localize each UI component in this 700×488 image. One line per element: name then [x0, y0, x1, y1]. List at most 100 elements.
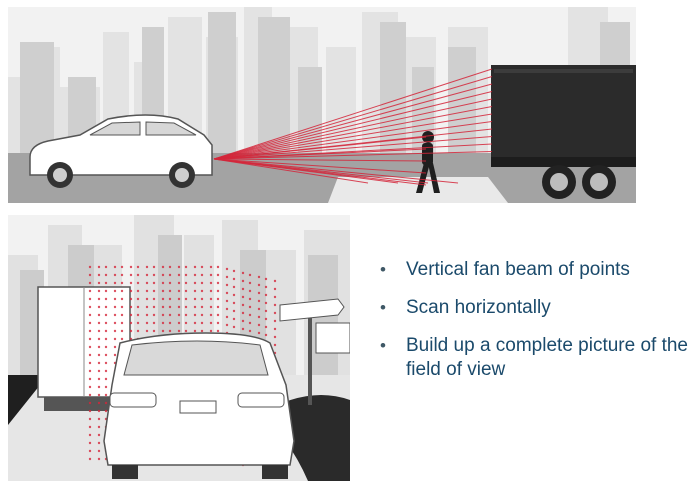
lidar-point	[225, 307, 229, 311]
lidar-point	[200, 321, 204, 325]
lidar-point	[184, 297, 188, 301]
side-view-illustration	[8, 7, 636, 203]
bullet-text: Build up a complete picture of the field…	[406, 335, 689, 380]
lidar-point	[97, 265, 101, 269]
lidar-point	[152, 297, 156, 301]
lidar-point	[104, 409, 108, 413]
lidar-point	[88, 329, 92, 333]
lidar-point	[88, 345, 92, 349]
lidar-point	[97, 369, 101, 373]
lidar-point	[104, 369, 108, 373]
lidar-point	[88, 369, 92, 373]
lidar-point	[184, 289, 188, 293]
lidar-point	[136, 265, 140, 269]
lidar-point	[248, 305, 252, 309]
lidar-point	[264, 333, 268, 337]
lidar-point	[97, 321, 101, 325]
lidar-point	[113, 353, 117, 357]
lidar-point	[97, 281, 101, 285]
lidar-point	[257, 315, 261, 319]
lidar-point	[161, 297, 165, 301]
lidar-point	[241, 295, 245, 299]
lidar-point	[88, 393, 92, 397]
lidar-beam	[213, 113, 493, 160]
lidar-point	[168, 313, 172, 317]
lidar-point	[232, 325, 236, 329]
lidar-point	[97, 273, 101, 277]
lidar-point	[200, 297, 204, 301]
lidar-point	[257, 299, 261, 303]
lidar-point	[129, 281, 133, 285]
lidar-point	[177, 305, 181, 309]
lidar-point	[264, 293, 268, 297]
rear-view-illustration	[8, 215, 350, 481]
lidar-point	[273, 319, 277, 323]
lidar-point	[273, 287, 277, 291]
pedestrian	[416, 131, 440, 193]
lidar-point	[209, 273, 213, 277]
lidar-point	[168, 329, 172, 333]
lidar-point	[113, 297, 117, 301]
lidar-point	[225, 283, 229, 287]
lidar-point	[257, 291, 261, 295]
lidar-point	[97, 297, 101, 301]
lidar-point	[120, 265, 124, 269]
lidar-point	[161, 281, 165, 285]
lidar-point	[136, 281, 140, 285]
lidar-beam	[213, 158, 427, 174]
lidar-beam	[213, 158, 427, 162]
lidar-point	[264, 325, 268, 329]
lidar-point	[273, 343, 277, 347]
lidar-point	[129, 297, 133, 301]
lidar-point	[161, 273, 165, 277]
lidar-point	[177, 273, 181, 277]
lidar-point	[104, 401, 108, 405]
bullet-item: •Scan horizontally	[378, 296, 696, 320]
lidar-point	[248, 281, 252, 285]
lidar-point	[209, 265, 213, 269]
lidar-point	[97, 401, 101, 405]
lidar-point	[248, 321, 252, 325]
lidar-point	[193, 273, 197, 277]
lidar-point	[88, 281, 92, 285]
road-sign	[279, 298, 350, 405]
lidar-point	[97, 337, 101, 341]
lidar-point	[104, 385, 108, 389]
lidar-point	[168, 321, 172, 325]
lidar-point	[97, 449, 101, 453]
lidar-point	[193, 265, 197, 269]
lidar-point	[216, 321, 220, 325]
lidar-point	[264, 317, 268, 321]
lidar-point	[97, 329, 101, 333]
lidar-point	[88, 361, 92, 365]
lidar-point	[216, 273, 220, 277]
lidar-point	[113, 329, 117, 333]
lidar-point	[97, 409, 101, 413]
lidar-point	[177, 297, 181, 301]
lidar-point	[136, 289, 140, 293]
lidar-point	[161, 321, 165, 325]
lidar-point	[113, 305, 117, 309]
lidar-point	[88, 305, 92, 309]
lidar-point	[161, 305, 165, 309]
lidar-beam	[213, 91, 493, 160]
lidar-beam	[213, 151, 493, 160]
lidar-point	[273, 311, 277, 315]
lidar-point	[129, 321, 133, 325]
lidar-point	[104, 281, 108, 285]
lidar-point	[241, 279, 245, 283]
lidar-point	[168, 281, 172, 285]
lidar-point	[129, 305, 133, 309]
lidar-point	[97, 377, 101, 381]
lidar-point	[273, 327, 277, 331]
lidar-point	[257, 283, 261, 287]
lidar-beam	[213, 148, 427, 160]
lidar-point	[88, 289, 92, 293]
lidar-point	[248, 313, 252, 317]
lidar-point	[161, 289, 165, 293]
lidar-point	[152, 321, 156, 325]
lidar-point	[113, 337, 117, 341]
lidar-point	[232, 285, 236, 289]
lidar-point	[152, 313, 156, 317]
lidar-point	[145, 321, 149, 325]
